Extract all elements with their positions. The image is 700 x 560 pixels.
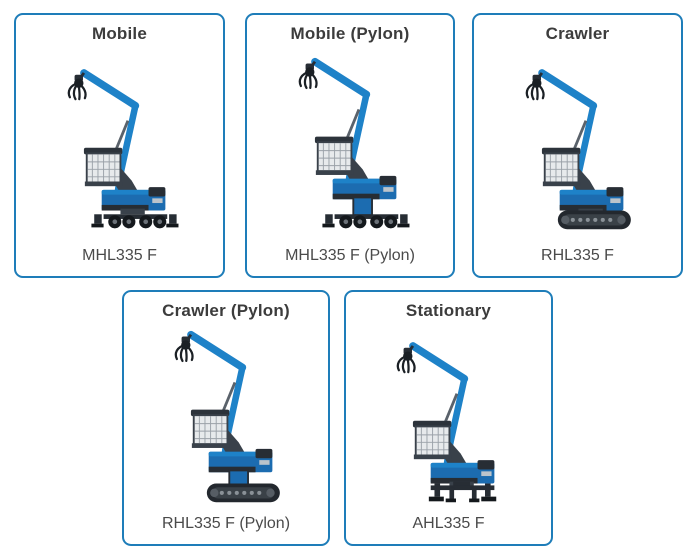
card-title: Stationary (405, 301, 492, 320)
card-title: Mobile (Pylon) (290, 24, 410, 43)
product-card-crawler[interactable]: Crawler RHL335 F (472, 13, 683, 278)
material-handler-stationary-illustration (352, 321, 545, 513)
material-handler-mobile-pylon-illustration (253, 44, 447, 245)
material-handler-crawler-illustration (480, 44, 675, 245)
card-title: Crawler (545, 24, 610, 43)
product-card-mobile-pylon[interactable]: Mobile (Pylon) MHL335 F (Pylon) (245, 13, 455, 278)
material-handler-crawler-pylon-illustration (130, 321, 322, 513)
card-model-label: AHL335 F (412, 514, 485, 532)
card-title: Crawler (Pylon) (162, 301, 290, 320)
card-model-label: RHL335 F (Pylon) (161, 514, 291, 532)
card-title: Mobile (91, 24, 148, 43)
card-model-label: MHL335 F (Pylon) (285, 246, 415, 264)
product-card-crawler-pylon[interactable]: Crawler (Pylon) RHL335 F (Pylon) (122, 290, 330, 546)
material-handler-mobile-illustration (22, 44, 217, 245)
card-model-label: RHL335 F (541, 246, 614, 264)
product-card-stationary[interactable]: Stationary AHL335 F (344, 290, 553, 546)
card-model-label: MHL335 F (82, 246, 157, 264)
product-card-mobile[interactable]: Mobile MHL335 F (14, 13, 225, 278)
